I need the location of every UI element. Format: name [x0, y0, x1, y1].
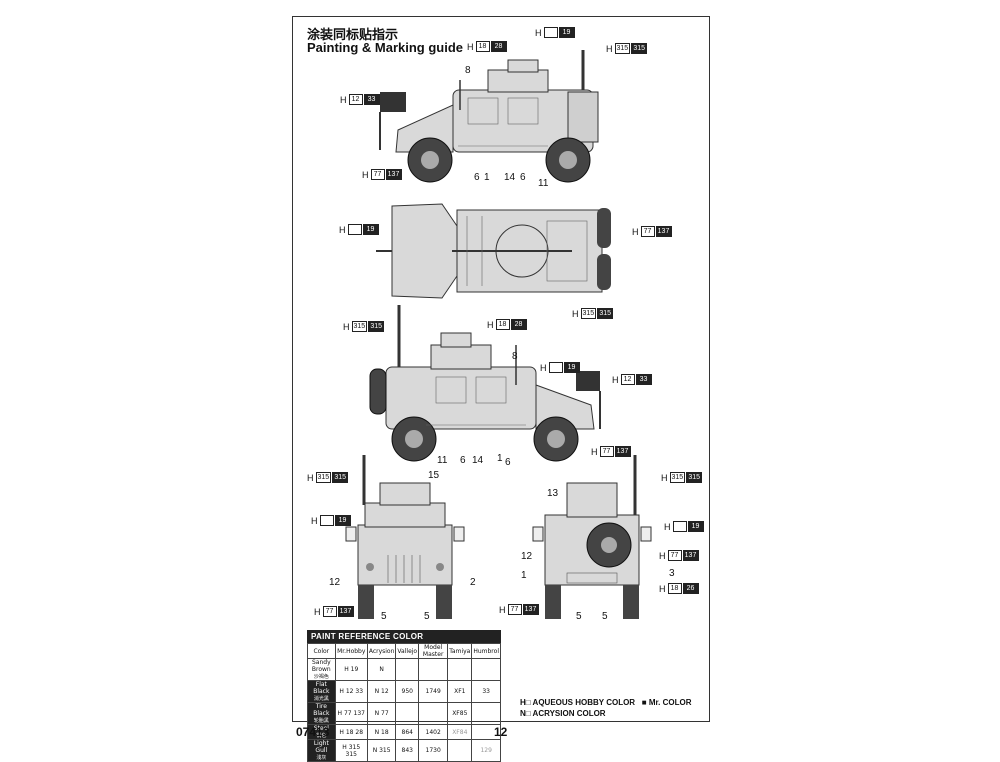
part-number: 12	[329, 577, 341, 588]
code-sandy-5: H 19	[664, 521, 704, 532]
part-number: 6	[474, 172, 480, 183]
part-number: 6	[520, 172, 526, 183]
vehicle-side-view-left	[379, 50, 599, 183]
vehicle-top-view	[376, 203, 611, 299]
part-number: 6	[505, 457, 511, 468]
part-number: 1	[521, 570, 527, 581]
title-english: Painting & Marking guide	[307, 40, 464, 55]
legend-line-1: H□ AQUEOUS HOBBY COLOR ■ Mr. COLOR	[520, 698, 692, 707]
part-number: 11	[437, 455, 448, 466]
code-sandy-1: H 19	[535, 27, 575, 38]
vehicle-rear-view	[532, 455, 652, 619]
part-number: 1	[484, 172, 490, 183]
title-chinese: 涂装同标贴指示	[307, 28, 399, 43]
part-number: 3	[669, 568, 675, 579]
part-number: 5	[576, 611, 582, 622]
legend-line-2: N□ ACRYSION COLOR	[520, 709, 606, 718]
part-number: 6	[460, 455, 466, 466]
part-number: 14	[504, 172, 516, 183]
code-sandy-3: H 19	[540, 362, 580, 373]
part-number: 5	[424, 611, 430, 622]
part-number: 13	[547, 488, 559, 499]
paint-table-title: PAINT REFERENCE COLOR	[307, 630, 501, 643]
part-number: 8	[465, 65, 471, 76]
part-number: 5	[602, 611, 608, 622]
part-number: 2	[470, 577, 476, 588]
part-number: 14	[472, 455, 484, 466]
part-number: 11	[538, 178, 549, 189]
vehicle-front-view	[345, 455, 465, 619]
part-number: 15	[428, 470, 440, 481]
product-code: 07413	[296, 725, 330, 739]
page-number: 12	[494, 725, 508, 739]
code-sandy-2: H 19	[339, 224, 379, 235]
part-number: 1	[497, 453, 503, 464]
part-number: 12	[521, 551, 533, 562]
table-header-row: Color Mr.Hobby Acrysion Vallejo Model Ma…	[307, 643, 501, 659]
part-number: 5	[381, 611, 387, 622]
paint-reference-table: PAINT REFERENCE COLOR Color Mr.Hobby Acr…	[307, 630, 501, 762]
part-number: 8	[512, 351, 518, 362]
code-sandy-4: H 19	[311, 515, 351, 526]
vehicle-side-view-right	[369, 305, 601, 462]
